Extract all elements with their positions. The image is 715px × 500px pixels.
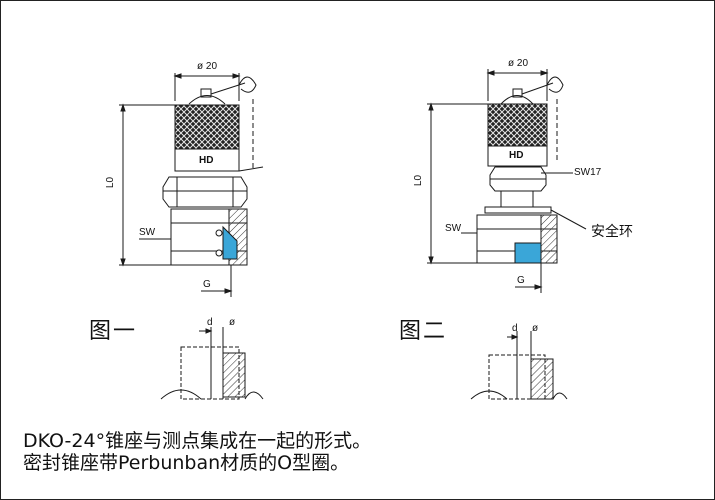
fig1-d-label: d <box>207 317 213 328</box>
fig2-wrench-label: SW <box>445 223 462 234</box>
fig1-wrench-label: SW <box>139 227 156 238</box>
fig2-phi-label: ø <box>532 323 539 334</box>
figure-2-drawing <box>427 69 587 400</box>
fig2-length-label: L0 <box>413 174 425 187</box>
figure-1-caption: 图一 <box>89 319 138 344</box>
figure-1-drawing <box>119 73 264 400</box>
fig2-wrench-small-label: SW17 <box>574 167 602 178</box>
figure-2-caption: 图二 <box>399 319 448 344</box>
fig1-logo-label: HD <box>199 155 214 166</box>
fig1-length-label: L0 <box>105 176 117 189</box>
fig2-d-label: d <box>512 323 518 334</box>
description-line-1: DKO-24°锥座与测点集成在一起的形式。 <box>23 430 372 452</box>
fig1-phi-label: ø <box>229 317 236 328</box>
description-line-2: 密封锥座带Perbunban材质的O型圈。 <box>23 452 350 474</box>
fig2-thread-label: G <box>517 275 525 286</box>
fig2-safety-ring-label: 安全环 <box>591 224 633 240</box>
fig1-thread-label: G <box>203 279 211 290</box>
fig1-diameter-label: ø 20 <box>197 61 218 72</box>
fig2-diameter-label: ø 20 <box>508 58 529 69</box>
fig2-logo-label: HD <box>509 150 524 161</box>
